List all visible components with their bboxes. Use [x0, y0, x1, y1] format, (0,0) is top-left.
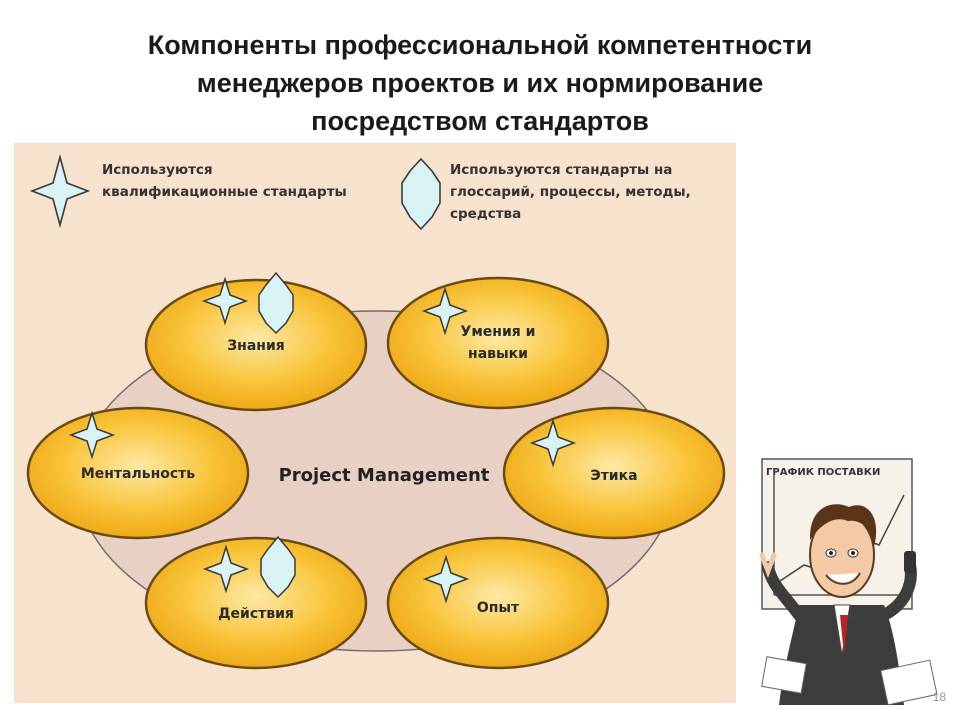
- ellipse-deystviya: [144, 536, 368, 670]
- etika-star-icon: [529, 418, 577, 468]
- legend-star-line-1: Используются: [102, 162, 213, 178]
- page-number: 18: [932, 690, 946, 704]
- legend-star-text: Используются квалификационные стандарты: [102, 159, 347, 203]
- opyt-star-icon: [422, 554, 470, 604]
- umeniya-star-icon: [421, 286, 469, 336]
- legend-octagon-text: Используются стандарты на глоссарий, про…: [450, 159, 691, 225]
- legend-octagon-icon: [401, 157, 441, 231]
- node-label-etika: Этика: [590, 468, 638, 484]
- slide-title: Компоненты профессиональной компетентнос…: [0, 26, 960, 140]
- legend-star-icon: [29, 153, 91, 229]
- ellipse-mentalnost: [26, 406, 250, 540]
- node-label-umeniya: Умения и навыки: [448, 321, 548, 365]
- cartoon-caption: ГРАФИК ПОСТАВКИ: [766, 467, 880, 478]
- legend-star-line-2: квалификационные стандарты: [102, 184, 347, 200]
- node-label-deystviya: Действия: [218, 606, 294, 622]
- legend-octagon-line-2: глоссарий, процессы, методы,: [450, 184, 691, 200]
- legend-octagon-line-3: средства: [450, 206, 522, 222]
- legend-octagon-line-1: Используются стандарты на: [450, 162, 673, 178]
- node-label-opyt: Опыт: [476, 600, 520, 616]
- node-label-mentalnost: Ментальность: [80, 466, 196, 482]
- diagram-panel: Используются квалификационные стандарты …: [14, 143, 736, 703]
- znaniya-octagon-icon: [258, 271, 294, 335]
- ellipse-znaniya: [144, 278, 368, 412]
- title-line-1: Компоненты профессиональной компетентнос…: [147, 30, 813, 60]
- znaniya-star-icon: [201, 276, 249, 326]
- mentalnost-star-icon: [68, 410, 116, 460]
- title-line-3: посредством стандартов: [311, 106, 649, 136]
- node-label-umeniya-line-1: Умения и: [460, 324, 536, 340]
- cartoon-manager-illustration: ГРАФИК ПОСТАВКИ: [759, 458, 938, 706]
- node-label-umeniya-line-2: навыки: [468, 346, 528, 362]
- diagram-graphics: [26, 153, 726, 670]
- node-label-znaniya: Знания: [227, 338, 285, 354]
- center-label: Project Management: [278, 465, 490, 486]
- deystviya-star-icon: [202, 544, 250, 594]
- deystviya-octagon-icon: [260, 535, 296, 599]
- title-line-2: менеджеров проектов и их нормирование: [196, 68, 764, 98]
